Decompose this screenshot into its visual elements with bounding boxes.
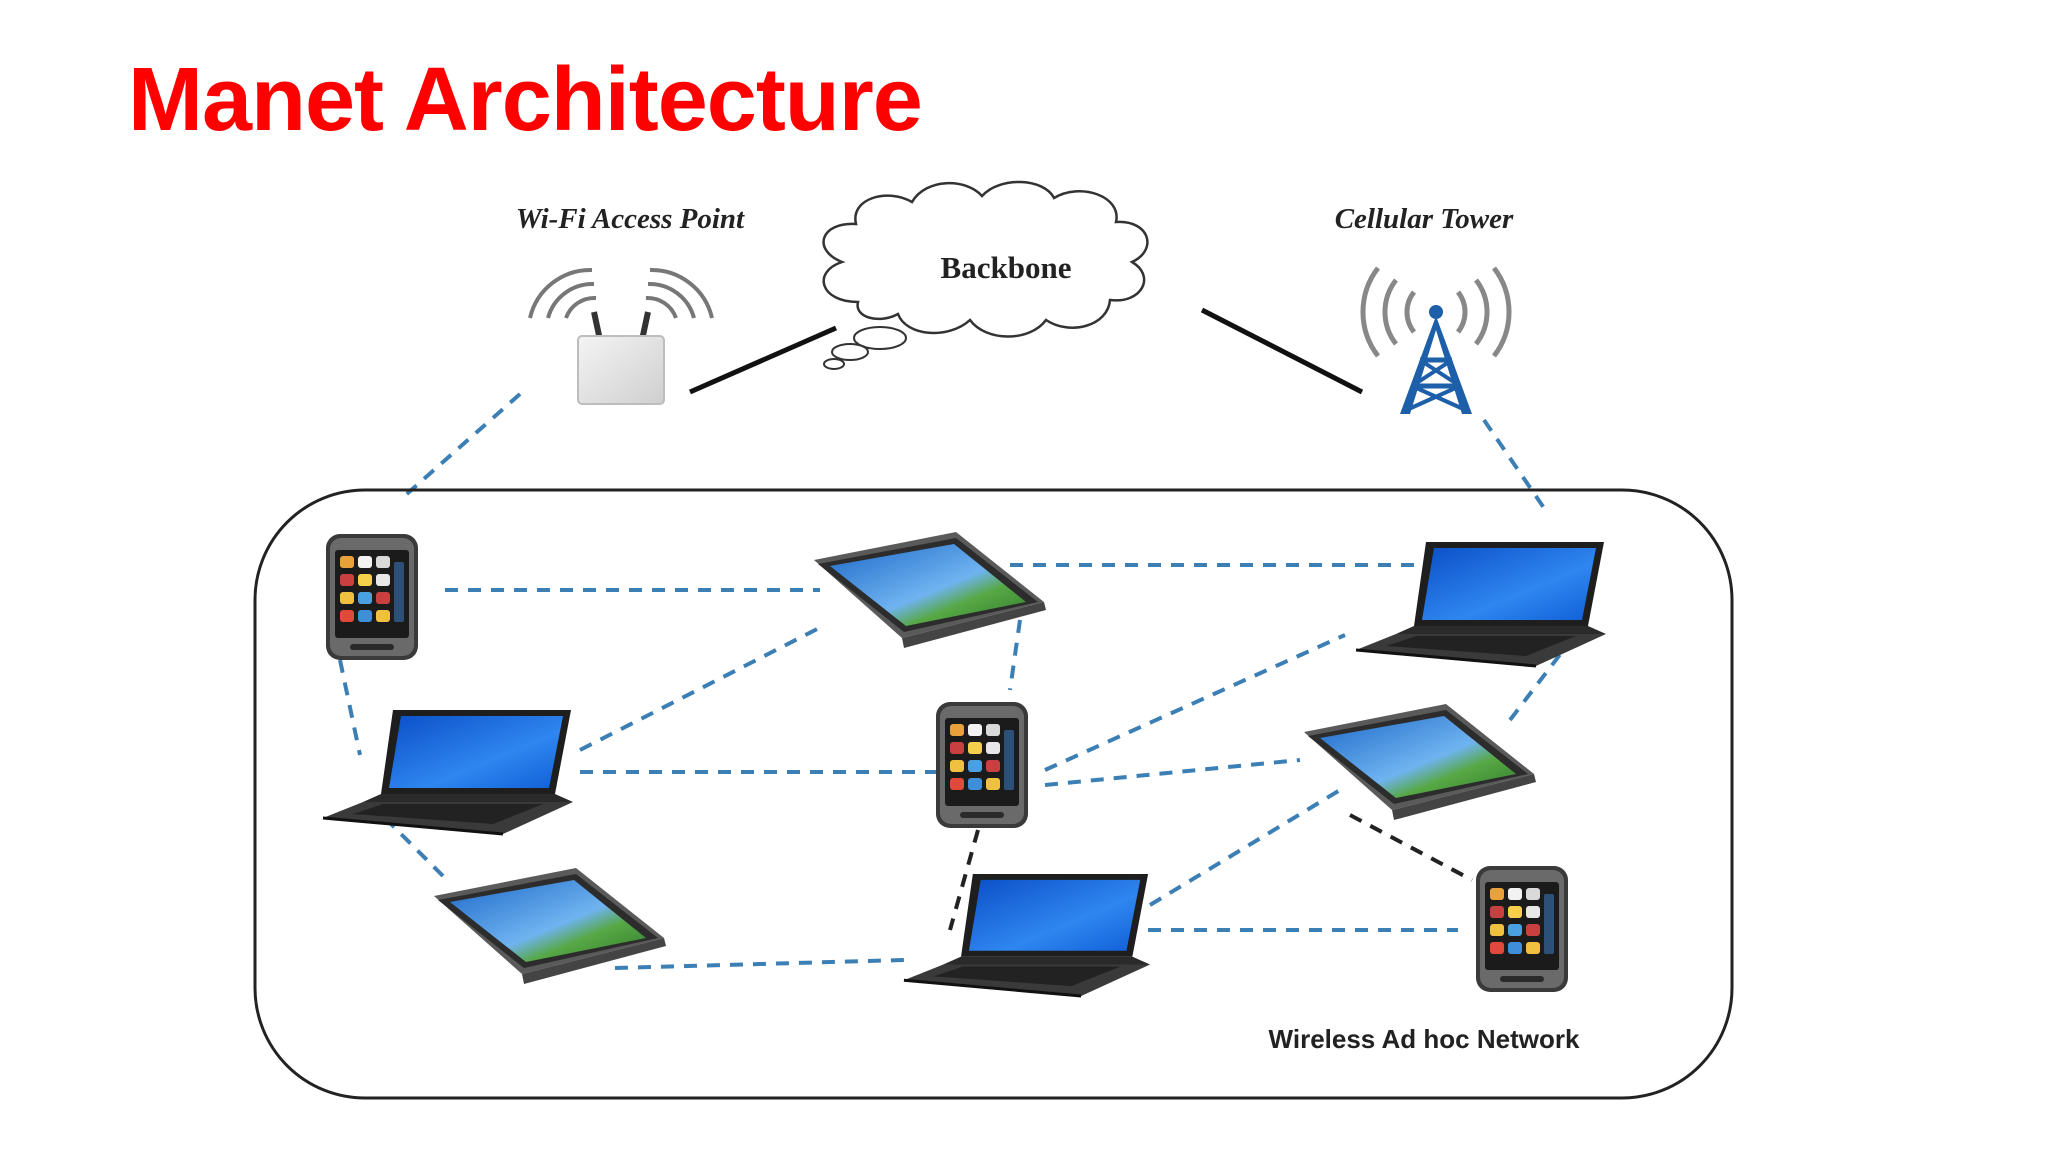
uplink-router xyxy=(398,392,522,502)
laptop-icon xyxy=(902,872,1152,998)
smartphone-icon xyxy=(1476,866,1568,992)
laptop-icon xyxy=(1354,540,1608,668)
slide-title: Manet Architecture xyxy=(128,50,923,150)
cell-tower-icon xyxy=(1360,266,1512,414)
tablet-icon xyxy=(434,868,666,984)
adhoc-network-boundary xyxy=(253,488,1734,1100)
cloud-icon xyxy=(822,180,1149,370)
tablet-icon xyxy=(814,532,1046,648)
smartphone-icon xyxy=(326,534,418,660)
backbone-tower-link xyxy=(1200,307,1364,395)
router-backbone-link xyxy=(688,325,838,395)
backbone-label: Backbone xyxy=(941,250,1072,285)
wifi-router-icon xyxy=(528,267,714,405)
tablet-icon xyxy=(1304,704,1536,820)
network-label: Wireless Ad hoc Network xyxy=(1269,1024,1580,1054)
laptop-icon xyxy=(321,708,575,836)
wifi-label: Wi-Fi Access Point xyxy=(516,203,745,235)
uplink-tower xyxy=(1482,418,1546,510)
tower-label: Cellular Tower xyxy=(1335,203,1514,235)
smartphone-icon xyxy=(936,702,1028,828)
mesh-links xyxy=(338,563,1567,970)
